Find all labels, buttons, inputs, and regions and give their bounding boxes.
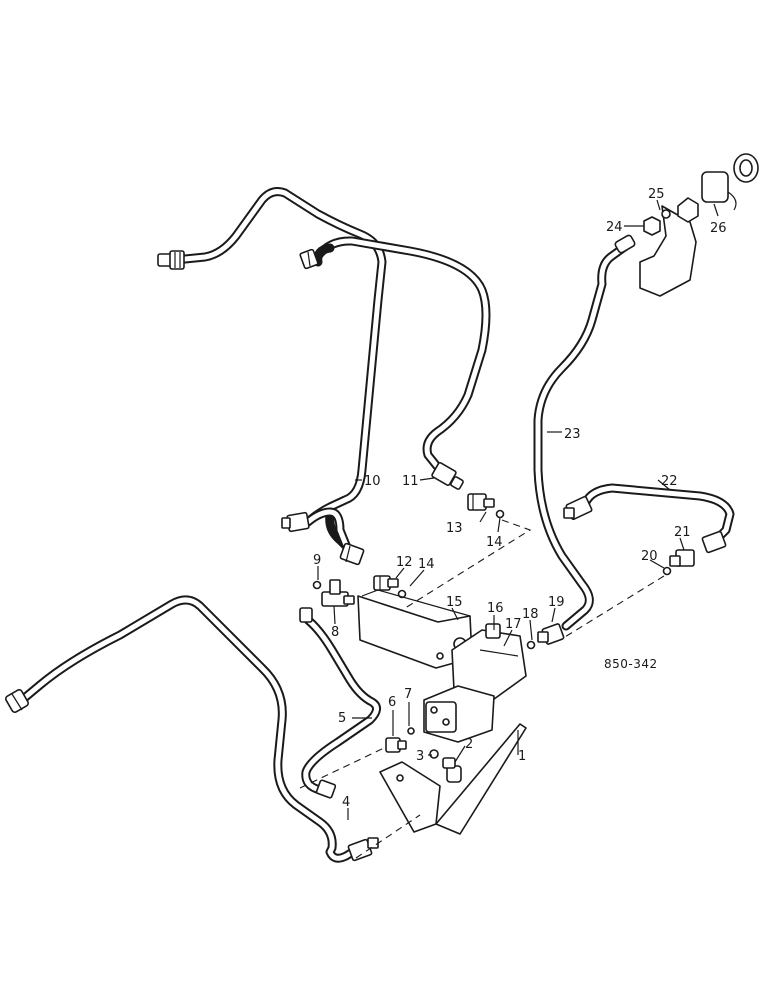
tube-lines (17, 187, 735, 863)
callout-21: 21 (674, 525, 691, 540)
part-12-connector (373, 575, 399, 591)
tube-23 (533, 238, 635, 631)
diagram-reference-code: 850-342 (604, 657, 658, 671)
part-1-support-bracket (379, 723, 527, 835)
callout-4: 4 (342, 795, 350, 810)
callout-25: 25 (648, 187, 665, 202)
callout-12: 12 (396, 555, 413, 570)
part-26-coupler (677, 153, 759, 223)
tube-11 (313, 236, 491, 475)
part-25-bracket (639, 205, 697, 297)
fitting-4-left-end (5, 689, 29, 713)
fitting-5-bottom (315, 779, 337, 799)
part-20-washer (662, 566, 672, 576)
callout-14-upper: 14 (486, 535, 503, 550)
callout-11: 11 (402, 474, 419, 489)
part-13-connector (467, 493, 495, 511)
callout-24: 24 (606, 220, 623, 235)
small-parts (312, 153, 759, 783)
callout-3: 3 (416, 749, 424, 764)
callout-8: 8 (331, 625, 339, 640)
part-2-elbow (442, 757, 462, 783)
tube-fittings (5, 234, 727, 862)
part-18-washer (526, 640, 536, 650)
fitting-5-top (299, 607, 313, 623)
part-16-cylinder (423, 685, 495, 743)
callout-5: 5 (338, 711, 346, 726)
callout-18: 18 (522, 607, 539, 622)
valve-block-assembly (357, 589, 527, 835)
callout-23: 23 (564, 427, 581, 442)
part-9-washer (312, 580, 322, 590)
fitting-upper-left-end (157, 250, 185, 270)
callout-numbers: 1 2 3 4 5 6 7 8 9 10 11 12 13 14 14 15 1… (313, 187, 727, 810)
fitting-22-right (701, 530, 727, 554)
fitting-23-top (614, 234, 636, 254)
callout-14-lower: 14 (418, 557, 435, 572)
callout-10: 10 (364, 474, 381, 489)
callout-15: 15 (446, 595, 463, 610)
part-6-connector (385, 737, 407, 753)
callout-17: 17 (505, 617, 522, 632)
part-7-washer (407, 727, 415, 735)
callout-13: 13 (446, 521, 463, 536)
alignment-lines (299, 519, 665, 859)
fitting-10-left (281, 511, 310, 533)
callout-2: 2 (465, 737, 473, 752)
part-17-valve (451, 623, 527, 703)
fitting-22-left (563, 495, 593, 521)
callout-20: 20 (641, 549, 658, 564)
tube-4 (17, 595, 361, 863)
part-3-washer (429, 749, 439, 759)
callout-7: 7 (404, 687, 412, 702)
callout-6: 6 (388, 695, 396, 710)
part-24-nut (643, 216, 661, 236)
callout-26: 26 (710, 221, 727, 236)
callout-19: 19 (548, 595, 565, 610)
callout-leaders (317, 199, 719, 820)
part-21-connector (669, 549, 695, 567)
fitting-4-right-end (347, 837, 379, 862)
fitting-11-end (431, 462, 464, 490)
callout-9: 9 (313, 553, 321, 568)
part-14-washer (495, 509, 505, 519)
callout-16: 16 (487, 601, 504, 616)
callout-22: 22 (661, 474, 678, 489)
fitting-top-302 (299, 248, 319, 270)
part-19-connector (537, 623, 565, 645)
fitting-10-lower (339, 542, 365, 566)
callout-1: 1 (518, 749, 526, 764)
tube-5 (301, 615, 381, 795)
part-8-tee-fitting (321, 579, 355, 607)
